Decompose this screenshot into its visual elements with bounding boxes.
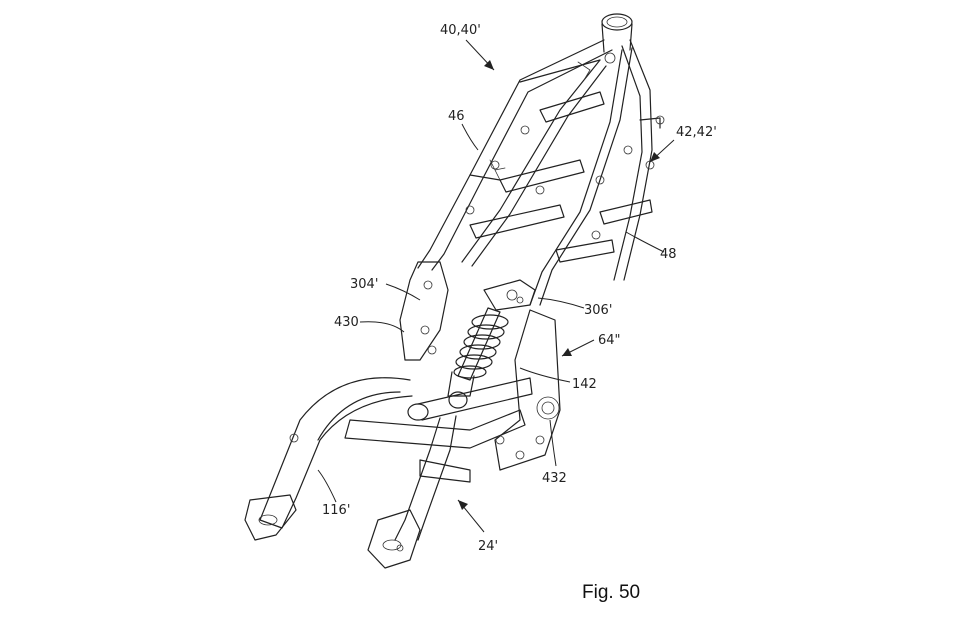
label-rail-right: 48 xyxy=(660,247,677,262)
label-arm: 116' xyxy=(322,503,350,518)
reference-labels: 40,40' 46 42,42' 48 304' 306' 430 64" 14… xyxy=(322,23,717,554)
label-mount-430: 430 xyxy=(334,315,359,330)
swingarm xyxy=(244,377,533,569)
label-rail-left: 46 xyxy=(448,109,465,124)
label-swingarm: 24' xyxy=(478,539,498,554)
upper-frame xyxy=(417,13,665,306)
leader-lines xyxy=(317,39,675,533)
shock-absorber xyxy=(447,307,509,397)
rear-brackets xyxy=(399,261,561,471)
label-pivot: 432 xyxy=(542,471,567,486)
label-frame: 40,40' xyxy=(440,23,481,38)
label-plate: 64" xyxy=(598,333,621,348)
label-frame-right: 42,42' xyxy=(676,125,717,140)
label-bracket-left: 304' xyxy=(350,277,378,292)
label-bracket-right: 306' xyxy=(584,303,612,318)
figure-caption: Fig. 50 xyxy=(582,582,640,603)
label-shock: 142 xyxy=(572,377,597,392)
